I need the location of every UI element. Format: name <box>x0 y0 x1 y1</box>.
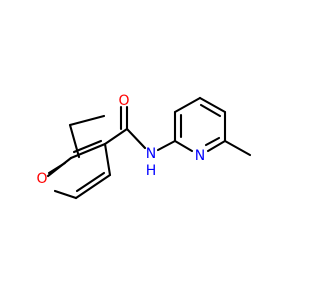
bond-py-c3-c4 <box>173 96 202 114</box>
bond-py-c4-c5 <box>198 96 227 114</box>
amide-nitrogen-label: N <box>146 146 156 162</box>
bond-c4-c5 <box>74 173 112 200</box>
bond-methyl-furan <box>68 114 106 127</box>
bond-py-methyl <box>223 139 252 157</box>
molecule-structure: O O N H N <box>0 0 300 300</box>
bond-c4-c5-double <box>75 171 106 193</box>
pyridine-nitrogen-label: N <box>195 148 205 164</box>
bond-c5-o1 <box>53 189 78 200</box>
bond-py-c4-c5-double <box>199 103 222 118</box>
background <box>0 0 300 300</box>
bond-o1-c2-ring <box>46 156 73 178</box>
bond-c3-carbonyl <box>103 127 129 146</box>
bond-c2-c3-double <box>72 139 103 154</box>
bond-py-c6-n1 <box>206 139 227 153</box>
bond-c2-c3-ring <box>69 142 107 160</box>
carbonyl-oxygen-label: O <box>118 93 129 109</box>
amide-hydrogen-label: H <box>146 163 157 179</box>
bond-n-pyridine <box>156 139 177 152</box>
bond-py-n1-c2 <box>173 139 194 153</box>
molecule-structure-canvas: O O N H N <box>0 0 300 300</box>
bond-c3-c4 <box>103 142 112 177</box>
bond-carbonyl-n <box>125 127 147 150</box>
furan-oxygen-label: O <box>36 171 47 187</box>
bond-py-c6-n1-double <box>204 136 221 147</box>
